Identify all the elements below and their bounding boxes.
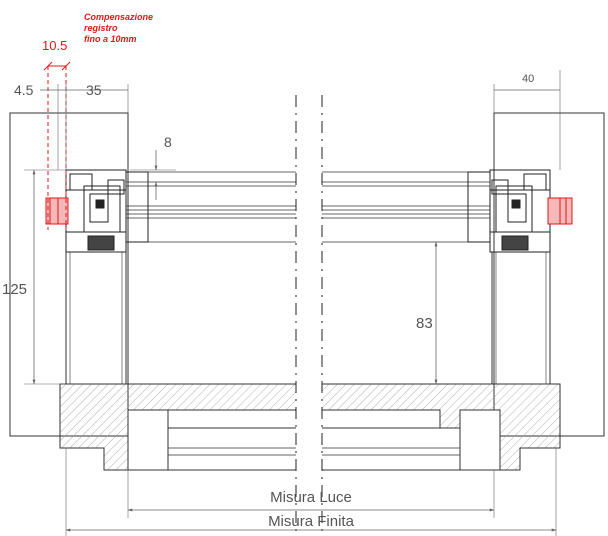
sill-notch-right bbox=[459, 409, 501, 471]
dim-83: 83 bbox=[416, 315, 433, 332]
dim-40: 40 bbox=[522, 73, 534, 85]
red-tick bbox=[61, 61, 71, 71]
note-line2: registro bbox=[84, 23, 118, 33]
note-line3: fino a 10mm bbox=[84, 34, 137, 44]
left-adjust-part bbox=[45, 197, 69, 225]
right-frame bbox=[491, 251, 551, 385]
dim-10-5: 10.5 bbox=[42, 38, 67, 53]
dim-125: 125 bbox=[2, 281, 27, 298]
dim-8: 8 bbox=[164, 134, 172, 150]
label-misura-luce: Misura Luce bbox=[270, 489, 352, 506]
dim-35: 35 bbox=[86, 82, 102, 98]
sill-notch-left bbox=[127, 409, 169, 471]
label-misura-finita: Misura Finita bbox=[268, 513, 355, 530]
sill-profile bbox=[59, 383, 561, 471]
note-line1: Compensazione bbox=[84, 12, 153, 22]
right-profile-detail bbox=[467, 169, 551, 253]
dim-4-5: 4.5 bbox=[14, 82, 34, 98]
break-gap bbox=[296, 95, 322, 535]
left-frame bbox=[65, 251, 127, 385]
right-adjust-part bbox=[547, 197, 573, 225]
red-tick bbox=[43, 61, 53, 71]
